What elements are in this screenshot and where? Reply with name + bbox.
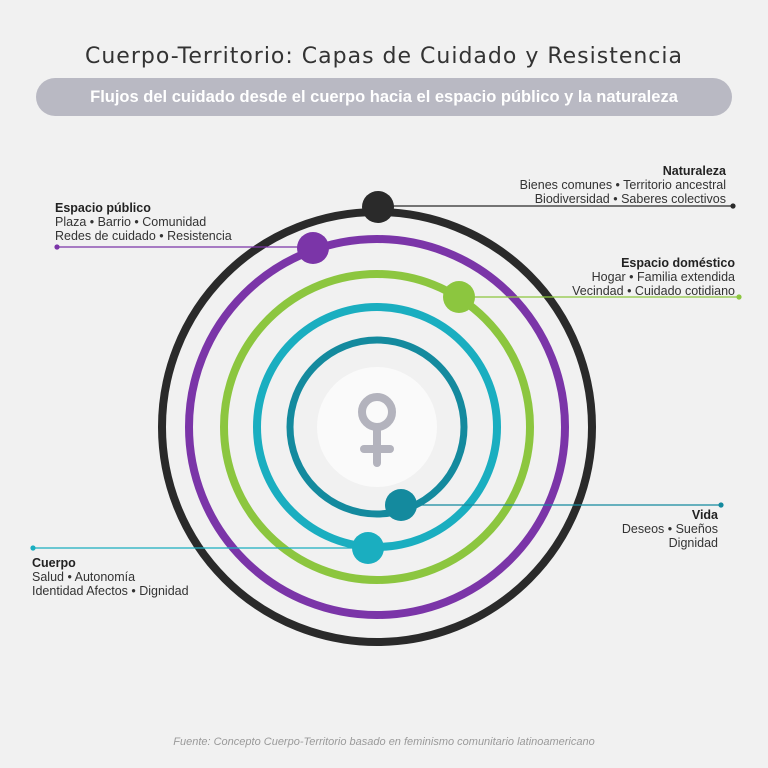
ring-vida (286, 336, 468, 518)
label-espacio-publico-line1: Plaza • Barrio • Comunidad (55, 215, 207, 229)
node-naturaleza (362, 191, 394, 223)
label-espacio-publico-line2: Redes de cuidado • Resistencia (55, 229, 232, 243)
label-espacio-domestico-line1: Hogar • Familia extendida (591, 270, 735, 284)
ring-espacio-publico (185, 235, 569, 619)
label-espacio-publico-title: Espacio público (55, 201, 151, 215)
label-cuerpo-title: Cuerpo (32, 556, 76, 570)
label-naturaleza-line1: Bienes comunes • Territorio ancestral (519, 178, 726, 192)
node-espacio-publico (297, 232, 329, 264)
label-vida: Vida Deseos • Sueños Dignidad (622, 508, 718, 550)
connector-end-espacio-publico (54, 244, 60, 250)
connector-end-cuerpo (30, 545, 36, 551)
label-vida-line2: Dignidad (668, 536, 718, 550)
label-espacio-publico: Espacio público Plaza • Barrio • Comunid… (55, 201, 232, 243)
node-cuerpo (352, 532, 384, 564)
connector-end-espacio-domestico (736, 294, 742, 300)
label-naturaleza: Naturaleza Bienes comunes • Territorio a… (520, 164, 726, 206)
label-cuerpo: Cuerpo Salud • Autonomía Identidad Afect… (32, 556, 189, 598)
label-cuerpo-line1: Salud • Autonomía (32, 570, 136, 584)
subtitle-banner: Flujos del cuidado desde el cuerpo hacia… (36, 78, 732, 116)
label-espacio-domestico-title: Espacio doméstico (621, 256, 735, 270)
ring-espacio-domestico (220, 270, 534, 584)
node-espacio-domestico (443, 281, 475, 313)
label-naturaleza-title: Naturaleza (662, 164, 726, 178)
connector-end-naturaleza (730, 203, 736, 209)
label-vida-line1: Deseos • Sueños (621, 522, 718, 536)
female-symbol-icon (358, 393, 396, 467)
label-naturaleza-line2: Biodiversidad • Saberes colectivos (534, 192, 726, 206)
node-vida (385, 489, 417, 521)
connector-end-vida (718, 502, 724, 508)
label-cuerpo-line2: Identidad Afectos • Dignidad (32, 584, 189, 598)
label-espacio-domestico-line2: Vecindad • Cuidado cotidiano (572, 284, 735, 298)
label-vida-title: Vida (691, 508, 718, 522)
page-title: Cuerpo-Territorio: Capas de Cuidado y Re… (85, 44, 683, 69)
source-note: Fuente: Concepto Cuerpo-Territorio basad… (173, 736, 595, 748)
subtitle-text: Flujos del cuidado desde el cuerpo hacia… (90, 87, 678, 106)
label-espacio-domestico: Espacio doméstico Hogar • Familia extend… (572, 256, 735, 298)
